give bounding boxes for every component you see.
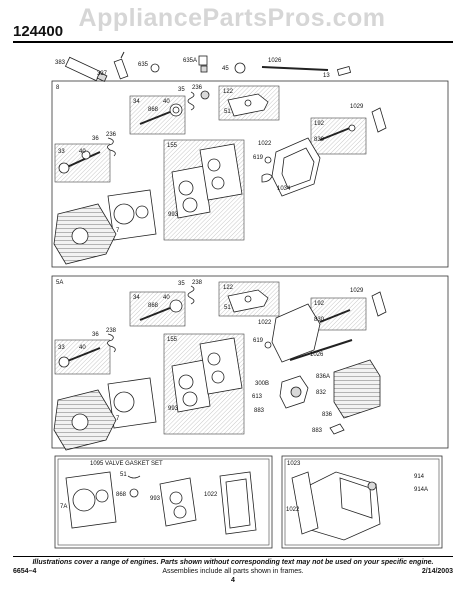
top-callouts: 383 337 635 635A 45 1026 13 [55,58,330,79]
callout-1029-5a: 1029 [350,288,364,294]
callout-34-5a: 34 [133,295,140,301]
callout-830: 830 [314,137,325,143]
callout-836: 836 [322,412,333,418]
callout-51: 51 [224,109,231,115]
callout-635: 635 [138,62,149,68]
section-valve-gasket [54,455,443,549]
callout-122-5a: 122 [223,285,234,291]
callout-868: 868 [148,107,159,113]
callout-1023: 1023 [287,461,301,467]
callout-337: 337 [97,71,108,77]
callout-36: 36 [92,136,99,142]
callout-192: 192 [314,121,325,127]
callout-236: 236 [192,85,203,91]
callout-832: 832 [316,390,327,396]
callout-613: 613 [252,394,263,400]
callout-45: 45 [222,66,229,72]
callout-1022: 1022 [258,141,272,147]
callout-7: 7 [116,228,120,234]
callout-155-5a: 155 [167,337,178,343]
footer-assemblies-note: Assemblies include all parts shown in fr… [162,568,304,575]
footer-rule [13,556,453,557]
top-parts [64,51,352,82]
section-label-8: 8 [56,85,60,91]
callout-7-5a: 7 [116,416,120,422]
callout-993-kit: 993 [150,496,161,502]
callout-993: 993 [168,212,179,218]
callout-1022-cover: 1022 [286,507,300,513]
section-5a-callouts: 5A 35 238 122 51 1029 34 40 868 36 238 1… [56,280,364,434]
callout-35: 35 [178,87,185,93]
section-label-5a: 5A [56,280,63,286]
callout-33-5a: 33 [58,345,65,351]
callout-914: 914 [414,474,425,480]
callout-33: 33 [58,149,65,155]
callout-40b: 40 [79,149,86,155]
callout-236b: 236 [106,132,117,138]
callout-192-5a: 192 [314,301,325,307]
callout-122: 122 [223,89,234,95]
callout-1026: 1026 [268,58,282,64]
section-8-callouts: 8 122 51 35 236 34 40 868 36 236 33 40 1… [56,85,364,234]
callout-34: 34 [133,99,140,105]
callout-40b-5a: 40 [79,345,86,351]
footer-disclaimer: Illustrations cover a range of engines. … [32,559,434,566]
callout-868-5a: 868 [148,303,159,309]
callout-238b: 238 [106,328,117,334]
callout-40: 40 [163,99,170,105]
section-8 [51,80,449,268]
callout-619: 619 [253,155,264,161]
callout-619-5a: 619 [253,338,264,344]
callout-300b: 300B [255,381,269,387]
callout-35-5a: 35 [178,281,185,287]
callout-883b: 883 [312,428,323,434]
callout-51-kit: 51 [120,472,127,478]
callout-993-5a: 993 [168,406,179,412]
callout-1022-kit: 1022 [204,492,218,498]
callout-7a: 7A [60,504,67,510]
kit-title-1095: 1095 VALVE GASKET SET [90,461,163,467]
section-5a [51,275,449,451]
callout-1026-5a: 1026 [310,352,324,358]
callout-830-5a: 830 [314,317,325,323]
page-number: 4 [231,577,235,584]
callout-13: 13 [323,73,330,79]
callout-1029: 1029 [350,104,364,110]
callout-914a: 914A [414,487,428,493]
callout-238: 238 [192,280,203,286]
callout-51-5a: 51 [224,305,231,311]
model-number: 124400 [13,23,64,40]
footer-doc-number: 6654–4 [13,568,37,575]
callout-40-5a: 40 [163,295,170,301]
callout-836a: 836A [316,374,330,380]
callout-635a: 635A [183,58,197,64]
section-valve-gasket-callouts: 1095 VALVE GASKET SET 51 868 993 1022 7A… [60,461,428,513]
callout-155: 155 [167,143,178,149]
callout-868-kit: 868 [116,492,127,498]
callout-383: 383 [55,60,66,66]
callout-883: 883 [254,408,265,414]
callout-36-5a: 36 [92,332,99,338]
callout-1022-5a: 1022 [258,320,272,326]
watermark: AppliancePartsPros.com [78,4,386,32]
header-rule [13,41,453,43]
footer-date: 2/14/2003 [421,568,453,575]
callout-1034: 1034 [277,186,291,192]
